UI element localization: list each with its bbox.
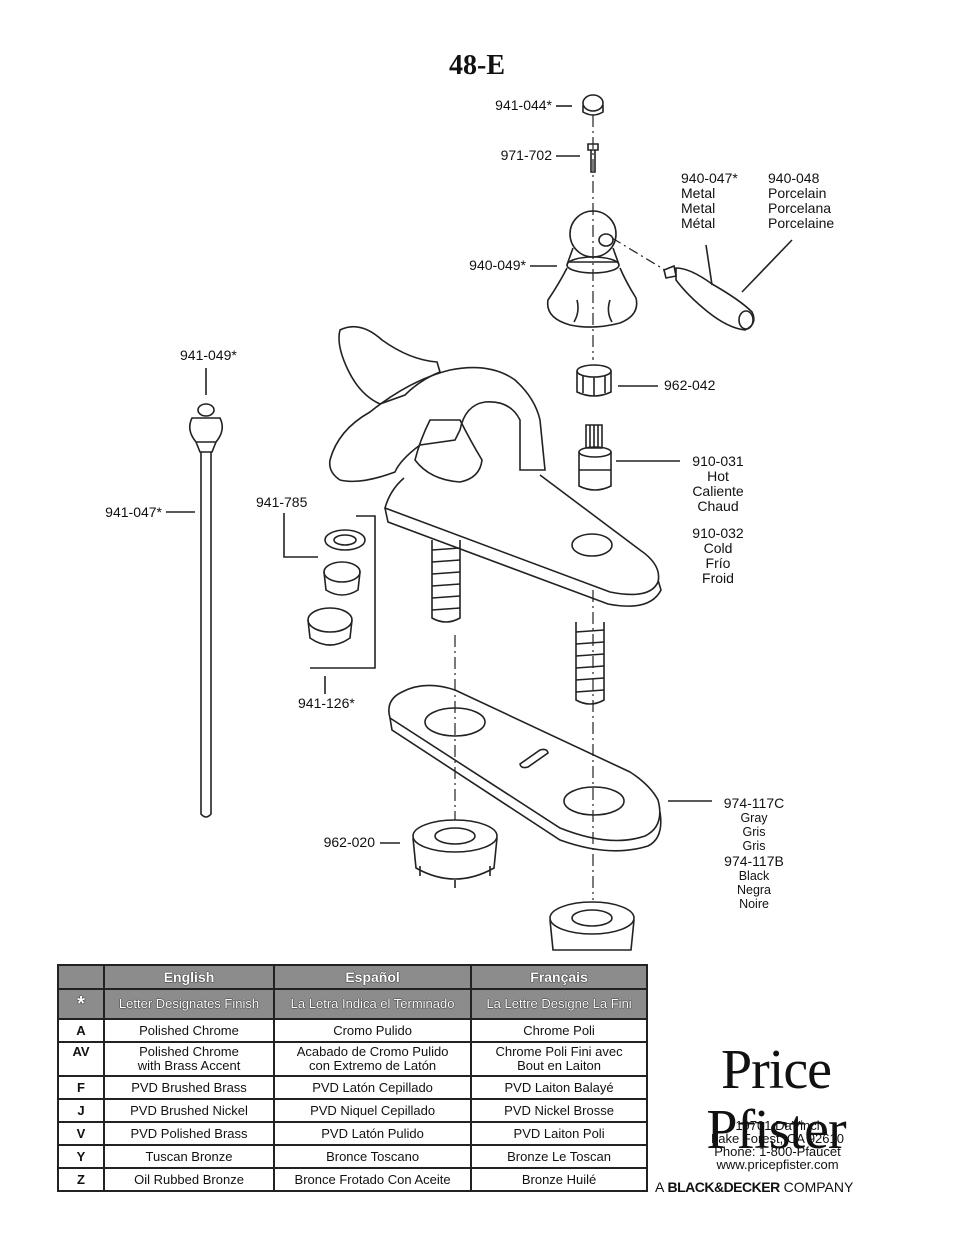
parent-company-line: A BLACK&DECKER COMPANY <box>655 1179 854 1195</box>
table-cell: Bronce Toscano <box>273 1144 473 1169</box>
finish-code: F <box>57 1075 105 1100</box>
table-cell: PVD Nickel Brosse <box>470 1098 648 1123</box>
table-row: Y Tuscan Bronze Bronce Toscano Bronze Le… <box>57 1144 648 1169</box>
table-cell: La Lettre Designe La Fini <box>470 988 648 1020</box>
table-row: F PVD Brushed Brass PVD Latón Cepillado … <box>57 1075 648 1100</box>
part-label-974-117b: 974-117B Black Negra Noire <box>724 853 784 912</box>
part-label-962-042: 962-042 <box>664 377 716 393</box>
table-cell: PVD Latón Pulido <box>273 1121 473 1146</box>
header-blank <box>57 964 105 990</box>
page-title: 48-E <box>449 50 505 81</box>
table-cell: Oil Rubbed Bronze <box>102 1167 276 1192</box>
part-label-910-031: 910-031 Hot Caliente Chaud <box>692 453 744 514</box>
header-espanol: Español <box>273 964 473 990</box>
black-decker-logo: BLACK&DECKER <box>667 1179 780 1195</box>
table-row: V PVD Polished Brass PVD Latón Pulido PV… <box>57 1121 648 1146</box>
table-row: A Polished Chrome Cromo Pulido Chrome Po… <box>57 1018 648 1043</box>
finish-code: J <box>57 1098 105 1123</box>
table-cell: PVD Brushed Brass <box>102 1075 276 1100</box>
part-label-940-047: 940-047* Metal Metal Métal <box>681 170 738 231</box>
finish-code: AV <box>57 1041 105 1077</box>
table-cell: PVD Polished Brass <box>102 1121 276 1146</box>
table-cell: Cromo Pulido <box>273 1018 473 1043</box>
table-cell: PVD Laiton Poli <box>470 1121 648 1146</box>
table-row: Z Oil Rubbed Bronze Bronce Frotado Con A… <box>57 1167 648 1192</box>
part-label-941-049: 941-049* <box>180 347 237 363</box>
part-label-941-126: 941-126* <box>298 695 355 711</box>
header-english: English <box>102 964 276 990</box>
table-cell: PVD Brushed Nickel <box>102 1098 276 1123</box>
table-cell: Bronze Huilé <box>470 1167 648 1192</box>
table-cell: Bronce Frotado Con Aceite <box>273 1167 473 1192</box>
table-cell: Bronze Le Toscan <box>470 1144 648 1169</box>
finish-code: A <box>57 1018 105 1043</box>
finish-code: Z <box>57 1167 105 1192</box>
table-row: AV Polished Chrome with Brass Accent Aca… <box>57 1041 648 1077</box>
table-header-row: English Español Français <box>57 964 648 990</box>
table-cell: PVD Niquel Cepillado <box>273 1098 473 1123</box>
table-cell: Polished Chrome <box>102 1018 276 1043</box>
table-cell: PVD Latón Cepillado <box>273 1075 473 1100</box>
part-label-941-044: 941-044* <box>495 97 552 113</box>
table-cell: Polished Chrome with Brass Accent <box>102 1041 276 1077</box>
finish-table: English Español Français * Letter Design… <box>57 964 648 1192</box>
asterisk-code: * <box>57 988 105 1020</box>
table-cell: Chrome Poli Fini avec Bout en Laiton <box>470 1041 648 1077</box>
table-cell: Chrome Poli <box>470 1018 648 1043</box>
finish-code: Y <box>57 1144 105 1169</box>
price-pfister-logo: Price Pfister <box>706 1039 846 1161</box>
part-label-974-117c: 974-117C Gray Gris Gris <box>723 795 785 854</box>
table-cell: PVD Laiton Balayé <box>470 1075 648 1100</box>
company-address: 19701 DaVinci Lake Forest, CA 92610 Phon… <box>711 1118 844 1172</box>
part-label-940-048: 940-048 Porcelain Porcelana Porcelaine <box>768 170 835 231</box>
exploded-parts-diagram <box>166 94 793 951</box>
part-label-910-032: 910-032 Cold Frío Froid <box>692 525 744 586</box>
table-cell: Letter Designates Finish <box>102 988 276 1020</box>
part-label-941-047: 941-047* <box>105 504 162 520</box>
table-row-legend: * Letter Designates Finish La Letra Indi… <box>57 988 648 1020</box>
part-label-962-020: 962-020 <box>323 834 375 850</box>
part-label-941-785: 941-785 <box>256 494 308 510</box>
header-francais: Français <box>470 964 648 990</box>
part-label-940-049: 940-049* <box>469 257 526 273</box>
table-cell: La Letra Indica el Terminado <box>273 988 473 1020</box>
part-label-971-702: 971-702 <box>500 147 552 163</box>
table-cell: Acabado de Cromo Pulido con Extremo de L… <box>273 1041 473 1077</box>
finish-code: V <box>57 1121 105 1146</box>
table-row: J PVD Brushed Nickel PVD Niquel Cepillad… <box>57 1098 648 1123</box>
table-cell: Tuscan Bronze <box>102 1144 276 1169</box>
